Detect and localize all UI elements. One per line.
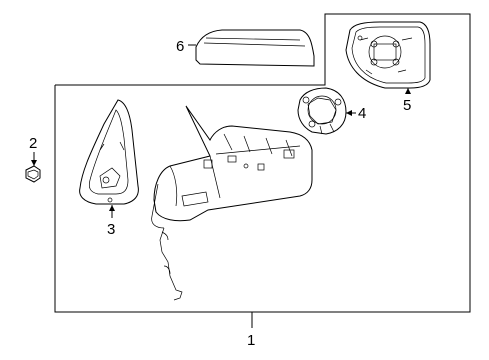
arrowhead-4	[346, 110, 352, 116]
nut-part[interactable]	[25, 165, 41, 183]
mirror-assembly-part[interactable]	[151, 105, 313, 301]
trim-cover-part[interactable]	[79, 99, 139, 205]
mirror-cap-part[interactable]	[195, 29, 315, 67]
callout-1: 1	[247, 332, 255, 349]
assembly-frame	[54, 13, 471, 313]
callout-4: 4	[358, 105, 366, 122]
arrowhead-5	[405, 88, 411, 94]
callout-3: 3	[107, 221, 115, 238]
mirror-glass-part[interactable]	[345, 21, 431, 89]
arrowhead-2	[31, 160, 37, 166]
callout-5: 5	[403, 97, 411, 114]
callout-2: 2	[29, 135, 37, 152]
callout-6: 6	[176, 38, 184, 55]
arrowhead-3	[109, 205, 115, 211]
motor-part[interactable]	[297, 87, 347, 135]
